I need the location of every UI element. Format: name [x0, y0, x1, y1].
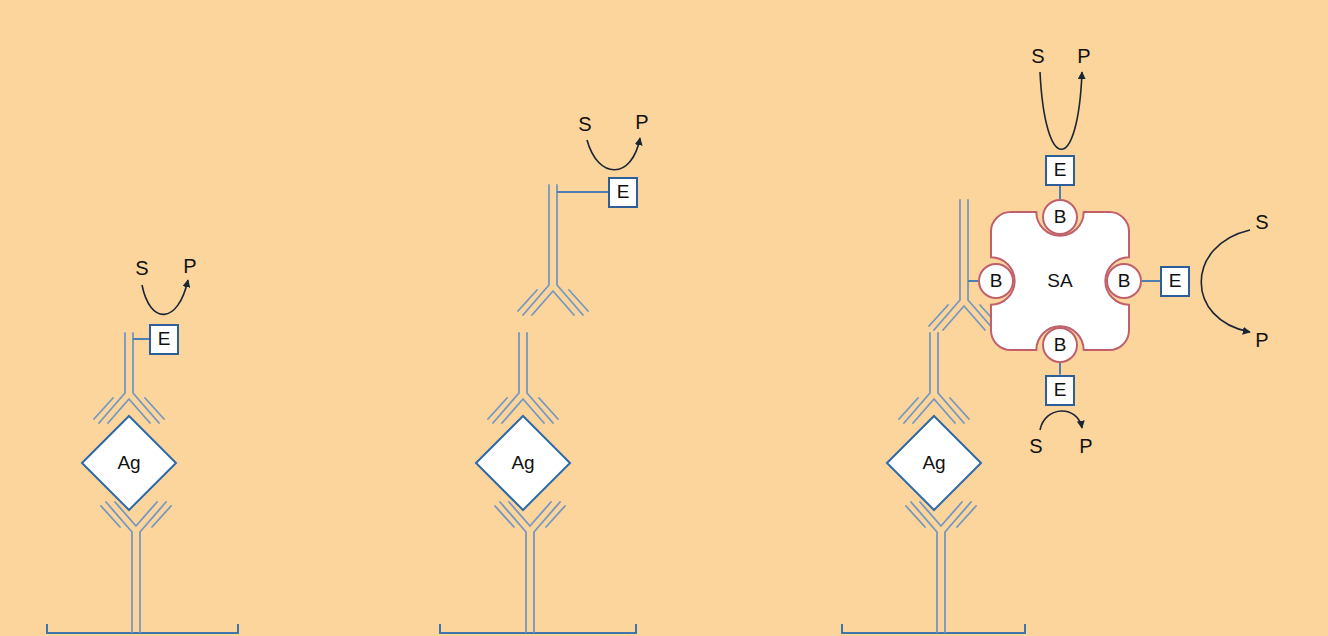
reaction-label: P: [1255, 329, 1268, 351]
node-text: E: [158, 329, 171, 350]
conjugate-link: [557, 191, 608, 193]
node-text: SA: [1047, 271, 1072, 292]
reaction-label: S: [578, 113, 591, 135]
reaction-arrow: [142, 280, 188, 314]
enzyme-box: E: [1045, 155, 1075, 186]
node-text: E: [617, 182, 630, 203]
conjugate-connector: [1059, 186, 1061, 200]
enzyme-box: E: [608, 177, 638, 208]
circle-outline-line: [1107, 264, 1141, 298]
capture-antibody: [906, 502, 976, 632]
reaction-arrow: [1040, 72, 1082, 149]
antigen-diamond: Ag: [81, 415, 177, 511]
biotin-circle: B: [1106, 263, 1142, 299]
reaction-label: P: [1079, 435, 1092, 457]
diamond-outline-line: [887, 416, 981, 510]
node-text: Ag: [117, 453, 140, 474]
biotin-circle: B: [1042, 199, 1078, 235]
reaction-arrow: [1201, 230, 1250, 332]
secondary-antibody: [518, 185, 588, 315]
node-text: E: [1054, 160, 1067, 181]
conjugate-link: [968, 280, 978, 282]
reaction-arrow: [1040, 411, 1082, 430]
reaction-label: S: [1029, 435, 1042, 457]
well-plate: [440, 624, 636, 633]
reaction-arrow: [587, 138, 640, 170]
diamond-outline-line: [82, 416, 176, 510]
enzyme-box: E: [149, 324, 179, 355]
reaction-label: S: [1255, 211, 1268, 233]
biotin-circle: B: [978, 263, 1014, 299]
capture-antibody: [495, 502, 565, 632]
well-plate: [842, 624, 1025, 633]
antigen-diamond: Ag: [475, 415, 571, 511]
conjugate-link: [133, 338, 150, 340]
antigen-diamond: Ag: [886, 415, 982, 511]
node-text: E: [1054, 380, 1067, 401]
biotin-circle: B: [1042, 327, 1078, 363]
conjugate-connector: [1142, 280, 1160, 282]
well-plate: [47, 624, 238, 633]
primary-antibody: [899, 333, 969, 423]
node-text: Ag: [511, 453, 534, 474]
enzyme-box: E: [1160, 266, 1190, 297]
conjugate-connector: [1059, 363, 1061, 375]
reaction-label: S: [135, 257, 148, 279]
circle-outline-line: [1043, 328, 1077, 362]
reaction-label: S: [1031, 45, 1044, 67]
reaction-label: P: [1077, 45, 1090, 67]
node-text: B: [1118, 271, 1131, 292]
node-text: B: [990, 271, 1003, 292]
node-text: E: [1169, 271, 1182, 292]
circle-outline-line: [979, 264, 1013, 298]
circle-outline-line: [1043, 200, 1077, 234]
diamond-outline-line: [476, 416, 570, 510]
capture-antibody: [101, 502, 171, 632]
node-text: Ag: [922, 453, 945, 474]
enzyme-box: E: [1045, 375, 1075, 406]
primary-antibody: [488, 333, 558, 423]
reaction-label: P: [635, 111, 648, 133]
node-text: B: [1054, 335, 1067, 356]
reaction-label: P: [183, 255, 196, 277]
node-text: B: [1054, 207, 1067, 228]
